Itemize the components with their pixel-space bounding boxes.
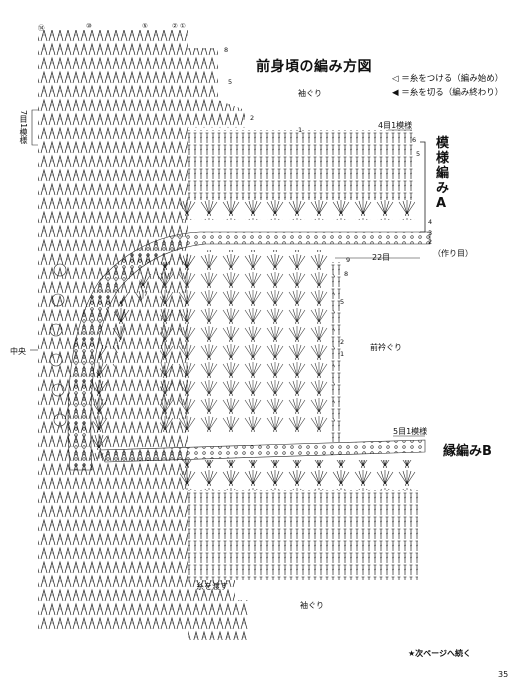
row-number: 2 [428, 238, 433, 246]
legend-attach-yarn: ◁ ＝糸をつける（編み始め） [392, 74, 504, 84]
continued-note: ★次ページへ続く [408, 649, 472, 658]
row-number: 9 [346, 256, 351, 264]
row-number: 1 [340, 350, 345, 358]
diagram-title: 前身頃の編み方図 [256, 59, 372, 75]
row-number: 2 [340, 338, 345, 346]
armhole-label-bottom: 袖ぐり [300, 601, 324, 610]
neckline-label: 前衿ぐり [370, 343, 402, 352]
row-number: 5 [228, 78, 233, 86]
pattern-a-repeat: 4目1模様 [378, 121, 413, 130]
edging-b-repeat: 5目1模様 [393, 427, 428, 436]
edging-b-label: 縁編みB [443, 444, 492, 459]
row-number: 6 [412, 136, 417, 144]
row-number: 4 [428, 218, 433, 226]
row-number: ⑭ [38, 24, 45, 32]
row-number: 1 [298, 126, 303, 134]
pattern-a-label: 模様編みA [436, 136, 450, 211]
row-number: 2 [250, 114, 255, 122]
row-number: 8 [224, 46, 229, 54]
page-number: 35 [498, 670, 509, 679]
row-number: ⑤ [142, 22, 148, 30]
legend-cut-yarn: ◀ ＝糸を切る（編み終わり） [392, 88, 504, 98]
row-number: ② [172, 22, 178, 30]
side-repeat-label: 7目1模様 [19, 110, 28, 145]
foundation-count: 22目 [372, 253, 391, 262]
row-number: 5 [416, 150, 421, 158]
row-number: 3 [428, 229, 433, 237]
row-number: 5 [340, 298, 345, 306]
carry-yarn-label: 糸を渡す [196, 582, 228, 591]
row-number: 8 [344, 270, 349, 278]
armhole-label-top: 袖ぐり [298, 89, 322, 98]
center-label: 中央 [10, 347, 26, 356]
row-number: ① [180, 22, 186, 30]
foundation-label: （作り目） [433, 249, 473, 258]
row-number: ⑩ [86, 22, 92, 30]
